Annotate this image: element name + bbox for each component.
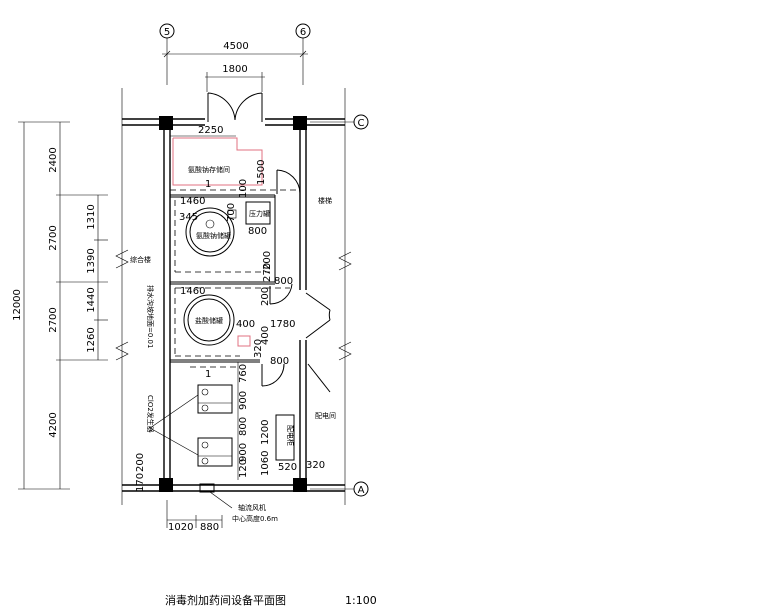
grid-label-a: A xyxy=(358,485,365,496)
structural-columns xyxy=(159,116,307,492)
clo2-leader-lines: ClO2发生器 xyxy=(146,394,199,456)
bottom-dimensions: 1020 880 xyxy=(166,500,223,533)
grid-label-6: 6 xyxy=(300,27,306,38)
svg-text:120: 120 xyxy=(238,459,249,478)
pressure-tank-equipment: 压力罐 xyxy=(227,201,271,225)
svg-text:200: 200 xyxy=(260,287,271,306)
svg-text:1500: 1500 xyxy=(256,160,267,185)
svg-text:2400: 2400 xyxy=(48,147,59,172)
dimension-left-total: 12000 xyxy=(12,121,70,490)
svg-text:1390: 1390 xyxy=(86,248,97,273)
grid-axis-a: A xyxy=(310,481,369,497)
svg-text:345: 345 xyxy=(179,212,198,223)
svg-text:1780: 1780 xyxy=(270,319,295,330)
tank-a: 氨酸钠储罐 xyxy=(185,207,235,257)
svg-text:2250: 2250 xyxy=(198,125,223,136)
grid-axis-c: C xyxy=(310,114,369,130)
svg-text:900: 900 xyxy=(238,391,249,410)
svg-text:2700: 2700 xyxy=(48,225,59,250)
dimension-left-segments: 2400 2700 2700 4200 xyxy=(48,122,108,489)
svg-text:1310: 1310 xyxy=(86,204,97,229)
grid-label-5: 5 xyxy=(164,27,170,38)
dimension-top-door: 1800 xyxy=(205,64,265,92)
inner-dimensions: 2250 1500 1460 345 100 700 800 200 270 8… xyxy=(135,125,325,492)
svg-text:1460: 1460 xyxy=(180,286,205,297)
storage-room-outline: 氨酸钠存储间 1 xyxy=(172,137,263,190)
tank-b: 盐酸储罐 xyxy=(183,294,251,347)
svg-text:100: 100 xyxy=(238,179,249,198)
svg-text:800: 800 xyxy=(274,276,293,287)
svg-text:800: 800 xyxy=(238,417,249,436)
svg-text:200: 200 xyxy=(262,251,273,270)
svg-text:4200: 4200 xyxy=(48,412,59,437)
grid-axis-6: 6 xyxy=(295,23,311,85)
fan-label: 轴流风机 xyxy=(238,503,266,512)
pipe-lines xyxy=(170,189,300,368)
clo2-generator-lower xyxy=(197,437,233,467)
svg-text:700: 700 xyxy=(226,203,237,222)
svg-text:1: 1 xyxy=(205,179,211,190)
interior-partitions xyxy=(170,194,276,363)
svg-text:400: 400 xyxy=(236,319,255,330)
svg-text:520: 520 xyxy=(278,462,297,473)
dimension-top-overall: 4500 xyxy=(162,41,308,58)
fan-height-label: 中心高度0.6m xyxy=(232,514,278,523)
svg-text:1260: 1260 xyxy=(86,327,97,352)
power-room-label: 配电间 xyxy=(315,411,336,420)
svg-text:400: 400 xyxy=(260,326,271,345)
svg-text:800: 800 xyxy=(270,356,289,367)
cabinet-label: 配电柜 xyxy=(286,425,295,446)
drawing-title: 消毒剂加药间设备平面图 1:100 xyxy=(165,593,377,607)
side-door-middle xyxy=(269,283,293,305)
svg-text:170: 170 xyxy=(135,473,146,492)
axial-fan: 轴流风机 中心高度0.6m xyxy=(199,483,278,523)
svg-text:12000: 12000 xyxy=(12,289,23,321)
svg-text:1440: 1440 xyxy=(86,287,97,312)
svg-text:880: 880 xyxy=(200,522,219,533)
svg-text:1800: 1800 xyxy=(222,64,247,75)
clo2-label: ClO2发生器 xyxy=(146,395,155,433)
svg-text:320: 320 xyxy=(306,460,325,471)
svg-text:200: 200 xyxy=(135,453,146,472)
side-door-double xyxy=(305,292,331,339)
svg-text:1460: 1460 xyxy=(180,196,205,207)
svg-text:1: 1 xyxy=(205,369,211,380)
svg-text:760: 760 xyxy=(238,364,249,383)
tank-a-label: 氨酸钠储罐 xyxy=(196,231,231,240)
dimension-left-subsegments: 1310 1390 1440 1260 xyxy=(86,195,108,360)
title-scale: 1:100 xyxy=(345,594,377,607)
svg-text:1200: 1200 xyxy=(260,420,271,445)
svg-text:2700: 2700 xyxy=(48,307,59,332)
svg-text:900: 900 xyxy=(238,443,249,462)
side-door-lower xyxy=(261,363,331,393)
svg-text:320: 320 xyxy=(253,339,264,358)
svg-text:800: 800 xyxy=(248,226,267,237)
side-door-upper xyxy=(276,169,301,194)
stair-label: 楼梯 xyxy=(318,196,332,205)
svg-text:4500: 4500 xyxy=(223,41,248,52)
title-text: 消毒剂加药间设备平面图 xyxy=(165,593,286,607)
svg-text:1020: 1020 xyxy=(168,522,193,533)
entrance-double-door xyxy=(207,92,263,122)
pressure-tank-label: 压力罐 xyxy=(249,209,270,218)
elevation-note: 排水沟坡地面=0.01 xyxy=(146,285,155,348)
left-room-label: 综合楼 xyxy=(130,255,151,264)
svg-text:1060: 1060 xyxy=(260,451,271,476)
grid-label-c: C xyxy=(358,118,365,129)
svg-text:270: 270 xyxy=(262,263,273,282)
distribution-cabinet: 配电柜 xyxy=(275,414,295,461)
grid-axis-5: 5 xyxy=(159,23,175,85)
tank-b-label: 盐酸储罐 xyxy=(195,316,223,325)
clo2-generator-upper xyxy=(197,384,233,414)
storage-room-label: 氨酸钠存储间 xyxy=(188,165,230,174)
